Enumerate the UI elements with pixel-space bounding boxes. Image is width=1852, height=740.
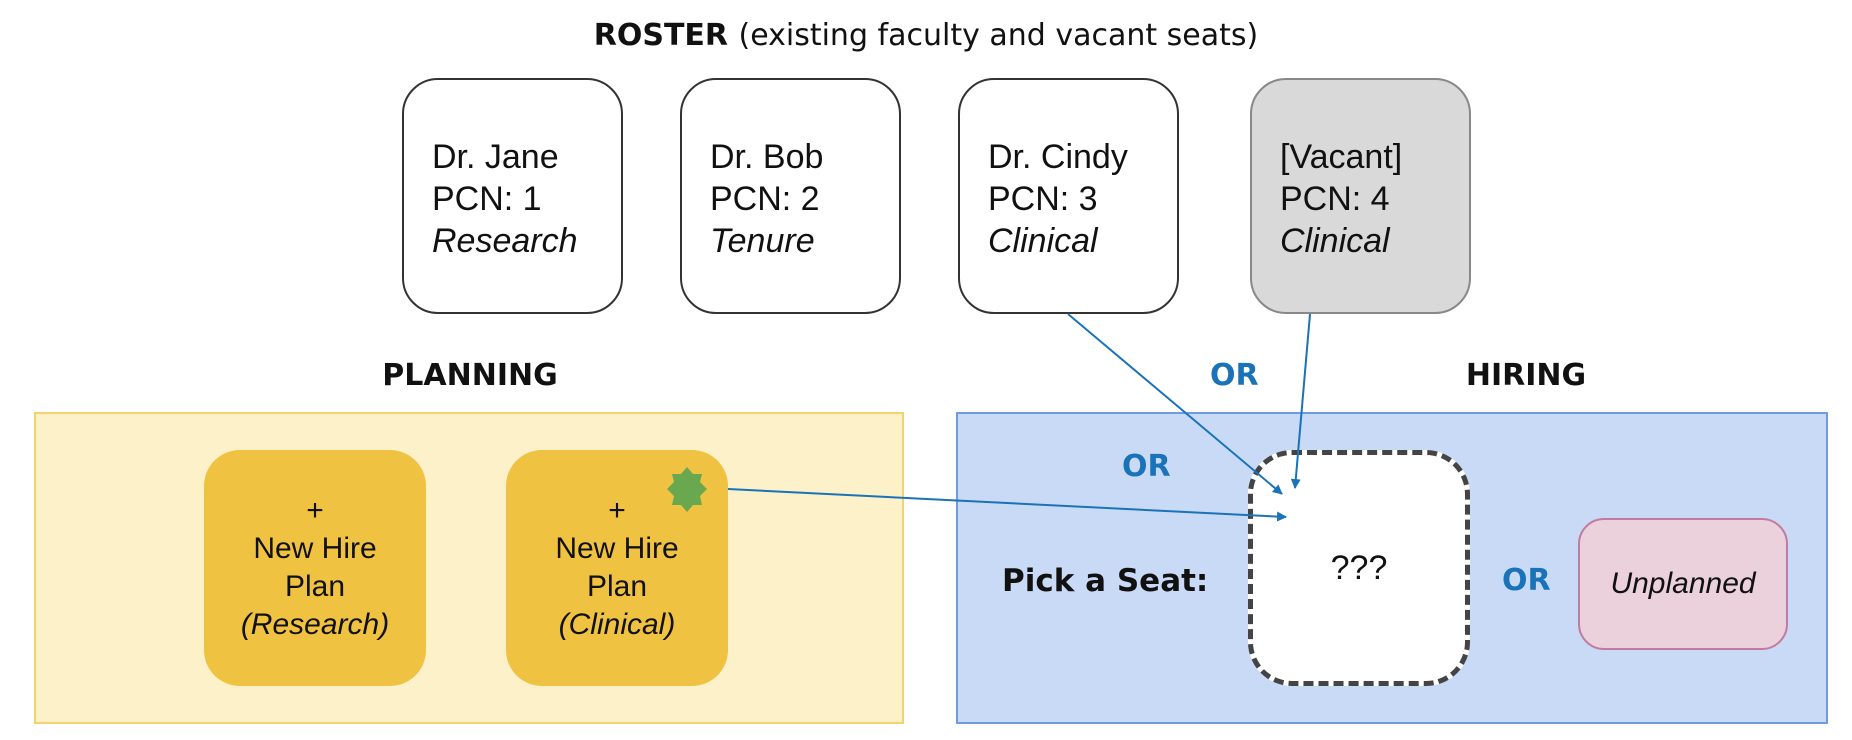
plan-line1: New Hire [253, 532, 377, 565]
plan-type: (Clinical) [558, 608, 676, 641]
arrow-cindy-to-seat [1067, 313, 1283, 495]
card-name: Dr. Jane [432, 138, 559, 176]
card-pcn: PCN: 3 [988, 180, 1098, 218]
seat-placeholder[interactable]: ??? [1248, 450, 1470, 686]
new-hire-plan-research[interactable]: + New Hire Plan (Research) [204, 450, 426, 686]
roster-heading-subtitle: (existing faculty and vacant seats) [738, 18, 1259, 53]
card-type: Research [432, 222, 578, 260]
roster-heading: ROSTER (existing faculty and vacant seat… [0, 18, 1852, 54]
roster-card-vacant[interactable]: [Vacant] PCN: 4 Clinical [1250, 78, 1471, 314]
hiring-heading: HIRING [1465, 358, 1587, 393]
green-star-icon [667, 467, 707, 512]
card-type: Tenure [710, 222, 815, 260]
unplanned-option[interactable]: Unplanned [1578, 518, 1788, 650]
plan-type: (Research) [240, 608, 390, 641]
arrow-plan-to-seat [727, 488, 1287, 522]
or-label-right: OR [1502, 563, 1551, 598]
planning-region [34, 412, 904, 724]
planning-heading: PLANNING [382, 358, 558, 393]
pick-a-seat-label: Pick a Seat: [1002, 563, 1209, 599]
card-type: Clinical [988, 222, 1098, 260]
roster-card-jane[interactable]: Dr. Jane PCN: 1 Research [402, 78, 623, 314]
card-pcn: PCN: 1 [432, 180, 542, 218]
plan-plus: + [306, 494, 324, 527]
plan-line2: Plan [284, 570, 346, 603]
unplanned-text: Unplanned [1610, 567, 1756, 600]
card-pcn: PCN: 4 [1280, 180, 1390, 218]
roster-card-cindy[interactable]: Dr. Cindy PCN: 3 Clinical [958, 78, 1179, 314]
card-name: Dr. Bob [710, 138, 824, 176]
plan-line2: Plan [586, 570, 648, 603]
card-name: Dr. Cindy [988, 138, 1128, 176]
card-pcn: PCN: 2 [710, 180, 820, 218]
arrow-vacant-to-seat [1290, 313, 1311, 489]
plan-plus: + [608, 494, 626, 527]
or-label-middle: OR [1122, 449, 1171, 484]
roster-heading-bold: ROSTER [593, 18, 729, 53]
card-type: Clinical [1280, 222, 1390, 260]
card-name: [Vacant] [1280, 138, 1403, 176]
plan-line1: New Hire [555, 532, 679, 565]
new-hire-plan-clinical[interactable]: + New Hire Plan (Clinical) [506, 450, 728, 686]
roster-card-bob[interactable]: Dr. Bob PCN: 2 Tenure [680, 78, 901, 314]
or-label-top: OR [1210, 358, 1259, 393]
seat-text: ??? [1330, 548, 1388, 587]
